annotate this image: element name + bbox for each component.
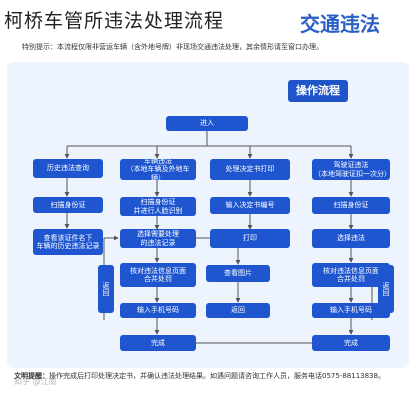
node-col2-phone: 输入手机号码 bbox=[120, 303, 196, 318]
node-left-return: 返回 bbox=[98, 265, 114, 313]
node-col4-select: 选择违法 bbox=[312, 229, 390, 248]
node-col3-print: 打印 bbox=[210, 229, 290, 248]
node-col1-result: 查看该证件名下 车辆的历史违法记录 bbox=[33, 229, 103, 255]
footer-tip-label: 文明提醒： bbox=[14, 372, 49, 380]
node-finish-right: 完成 bbox=[312, 335, 390, 351]
node-col2-scan: 扫描身份证 并进行人脸识别 bbox=[120, 197, 196, 216]
node-col4-scan: 扫描身份证 bbox=[312, 197, 390, 214]
node-col4-confirm: 核对违法信息页面 合并处罚 bbox=[312, 263, 390, 287]
node-col2-confirm: 核对违法信息页面 合并处罚 bbox=[120, 263, 196, 287]
node-right-return: 返回 bbox=[378, 265, 394, 313]
footer-note: 文明提醒：操作完成后打印处理决定书，并确认违法处理结果。如遇问题请咨询工作人员，… bbox=[14, 372, 404, 381]
node-col4-phone: 输入手机号码 bbox=[312, 303, 390, 318]
footer-tip-text: 操作完成后打印处理决定书，并确认违法处理结果。如遇问题请咨询工作人员，服务电话0… bbox=[49, 372, 385, 380]
node-col2-view: 查看图片 bbox=[206, 265, 270, 282]
node-enter: 进入 bbox=[166, 116, 248, 131]
watermark: 知乎 @江南 bbox=[14, 377, 57, 386]
node-col4-top: 驾驶证违法 （本地驾驶证扣一次分） bbox=[312, 159, 390, 180]
node-col1-top: 历史违法查询 bbox=[33, 159, 103, 178]
node-col2-select: 选择需要处理 的违法记录 bbox=[120, 229, 196, 248]
page-title: 柯桥车管所违法处理流程 bbox=[4, 10, 225, 32]
node-col1-scan: 扫描身份证 bbox=[33, 197, 103, 213]
node-col2-top: 车辆违法 （本地车辆及外地车辆） bbox=[120, 159, 196, 180]
node-col2-back: 返回 bbox=[206, 303, 270, 318]
section-banner: 操作流程 bbox=[288, 80, 348, 102]
node-col3-input: 输入决定书编号 bbox=[210, 197, 290, 214]
top-note: 特别提示：本流程仅限非营运车辆（含外地号牌）非现场交通违法处理，其余情形请至窗口… bbox=[22, 43, 323, 51]
node-col3-top: 处理决定书打印 bbox=[210, 159, 290, 180]
brand-title: 交通违法 bbox=[300, 12, 380, 36]
node-finish-left: 完成 bbox=[120, 335, 196, 351]
